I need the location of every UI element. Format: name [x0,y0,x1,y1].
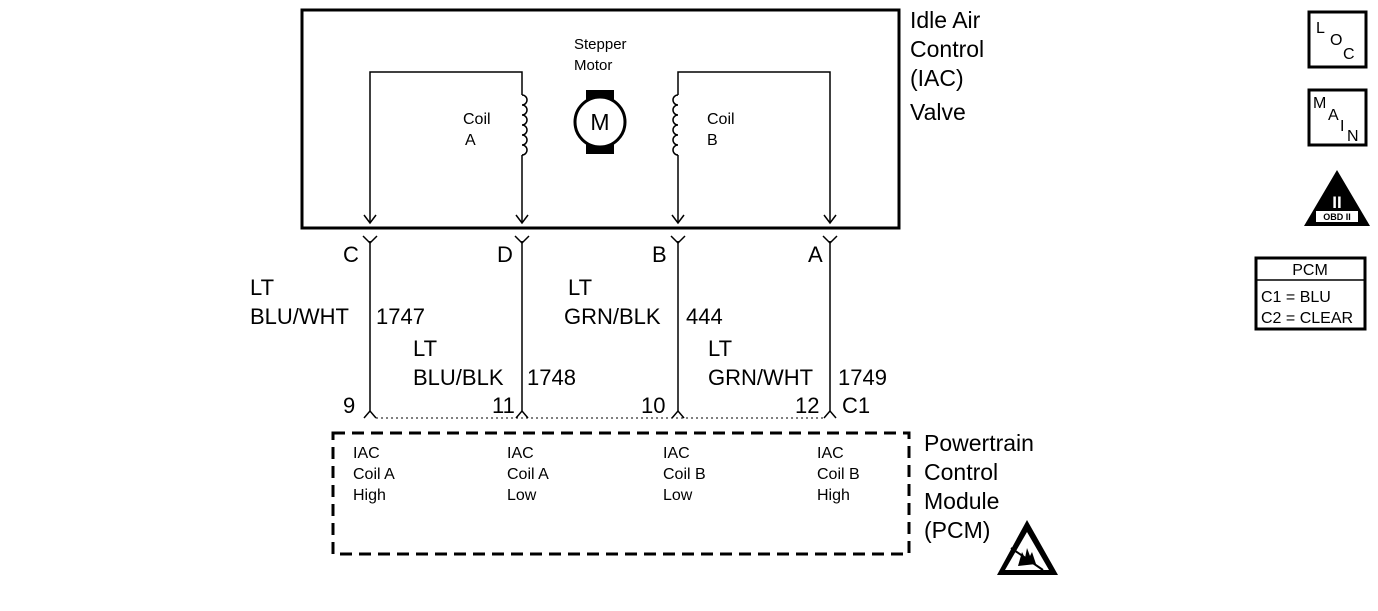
pin-letter-c: C [343,242,359,267]
loc-letter: C [1343,46,1355,63]
main-letter: A [1328,107,1339,124]
connector-chevrons [362,235,838,245]
component-title-line-2: Control [910,36,984,62]
terminal-label-line: High [817,487,850,504]
iac-valve-box [300,8,901,230]
wire-1747-color-line-2: BLU/WHT [250,304,349,329]
pcm-pin-10: 10 [641,393,665,418]
component-title-line-4: Valve [910,99,966,125]
coil-a-label-line-2: A [465,132,476,149]
main-icon: M A I N [1307,88,1368,147]
pcm-box [331,431,911,556]
wire-1749-circuit: 1749 [838,365,887,390]
coil-b-label-line-1: Coil [707,111,735,128]
obd-ii-icon: II OBD II [1304,170,1370,226]
pin-letter-d: D [497,242,513,267]
wire-1747-color-line-1: LT [250,275,274,300]
pcm-title-line-3: Module [924,488,999,514]
pcm-terminal-coil-a-high: IAC Coil A High [353,445,395,504]
pcm-legend-row: C1 = BLU [1261,289,1331,306]
pcm-terminal-coil-b-high: IAC Coil B High [817,445,860,504]
pcm-terminal-coil-b-low: IAC Coil B Low [663,445,706,504]
pcm-connector-legend: PCM C1 = BLU C2 = CLEAR [1254,256,1367,331]
wire-444-circuit: 444 [686,304,723,329]
terminal-label-line: Low [507,487,537,504]
pcm-connector-label: C1 [842,393,870,418]
pcm-title-line-2: Control [924,459,998,485]
coil-b-label-line-2: B [707,132,718,149]
coil-a-circuit [369,71,528,222]
stepper-motor-icon: M [573,90,627,154]
component-title-line-3: (IAC) [910,65,964,91]
terminal-label-line: Coil B [817,466,860,483]
terminal-label-line: IAC [507,445,534,462]
terminal-label-line: Coil A [353,466,395,483]
wire-1749-color-line-1: LT [708,336,732,361]
esd-sensitive-icon [997,520,1058,575]
pin-arrows [363,214,837,225]
main-letter: I [1340,118,1344,135]
obd-numeral: II [1332,193,1341,212]
pcm-pin-12: 12 [795,393,819,418]
pcm-terminal-coil-a-low: IAC Coil A Low [507,445,549,504]
pcm-legend-row: C2 = CLEAR [1261,310,1353,327]
coil-a-winding [521,94,528,156]
wire-1749-color-line-2: GRN/WHT [708,365,813,390]
terminal-label-line: Coil B [663,466,706,483]
main-letter: M [1313,95,1326,112]
pcm-title-line-4: (PCM) [924,517,990,543]
loc-icon: L O C [1307,10,1368,69]
motor-label-line-1: Stepper [574,36,627,53]
terminal-label-line: IAC [817,445,844,462]
pcm-title-line-1: Powertrain [924,430,1034,456]
wire-1748-color-line-1: LT [413,336,437,361]
pin-letter-b: B [652,242,667,267]
terminal-label-line: Coil A [507,466,549,483]
motor-symbol: M [590,109,609,135]
wire-444-color-line-1: LT [568,275,592,300]
wire-1748-color-line-2: BLU/BLK [413,365,504,390]
wire-1748-circuit: 1748 [527,365,576,390]
coil-b-winding [672,94,679,156]
loc-letter: L [1316,20,1325,37]
pcm-pin-11: 11 [492,393,515,418]
loc-letter: O [1330,32,1342,49]
terminal-label-line: Low [663,487,693,504]
wire-1747-circuit: 1747 [376,304,425,329]
harness-wires [369,241,831,411]
pcm-pin-9: 9 [343,393,355,418]
terminal-label-line: High [353,487,386,504]
terminal-label-line: IAC [663,445,690,462]
coil-b-circuit [672,71,831,222]
coil-a-label-line-1: Coil [463,111,491,128]
pin-letter-a: A [808,242,823,267]
component-title-line-1: Idle Air [910,7,981,33]
motor-label-line-2: Motor [574,57,612,74]
main-letter: N [1347,128,1359,145]
obd-caption: OBD II [1323,212,1351,222]
pcm-legend-title: PCM [1292,262,1328,279]
pcm-connector-chevrons [363,409,837,419]
wire-444-color-line-2: GRN/BLK [564,304,661,329]
terminal-label-line: IAC [353,445,380,462]
